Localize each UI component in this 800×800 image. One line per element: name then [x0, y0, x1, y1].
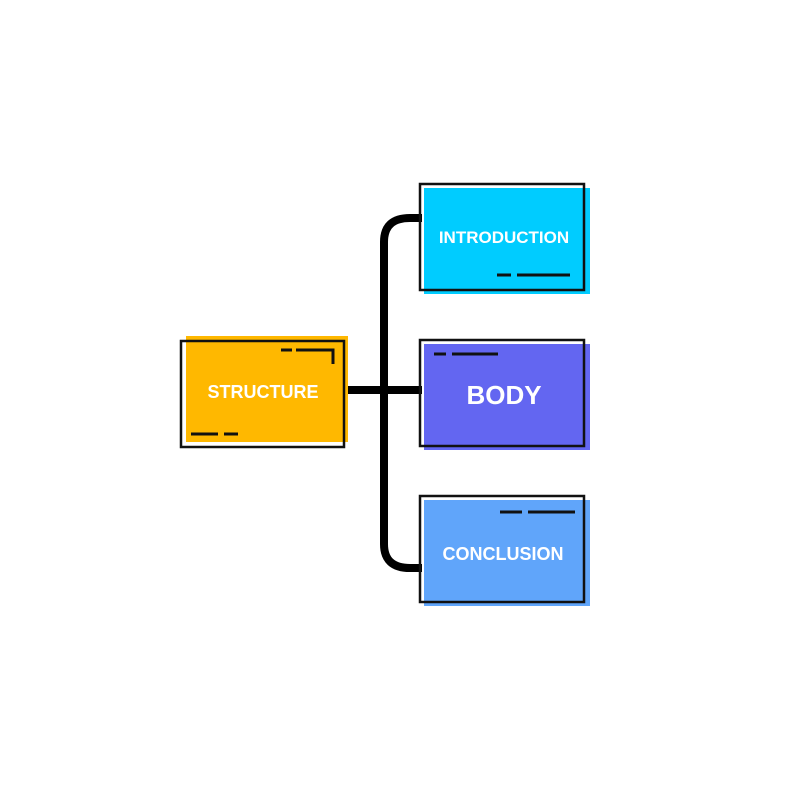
conclusion-node: CONCLUSION [418, 494, 590, 606]
structure-node: STRUCTURE [179, 336, 348, 449]
introduction-node: INTRODUCTION [418, 182, 590, 294]
structure-label: STRUCTURE [208, 382, 319, 402]
body-node: BODY [418, 338, 590, 450]
connector-spine-bottom [380, 390, 422, 572]
connector-spine-top [380, 214, 422, 390]
introduction-outline [418, 182, 586, 292]
connectors [344, 214, 422, 572]
conclusion-fill [424, 500, 590, 606]
structure-fill [186, 336, 348, 442]
body-outline [418, 338, 586, 448]
introduction-label: INTRODUCTION [439, 228, 569, 247]
structure-outline [179, 339, 346, 449]
structure-decor-lines [191, 348, 335, 436]
conclusion-label: CONCLUSION [443, 544, 564, 564]
body-label: BODY [466, 380, 541, 410]
conclusion-outline [418, 494, 586, 604]
body-fill [424, 344, 590, 450]
